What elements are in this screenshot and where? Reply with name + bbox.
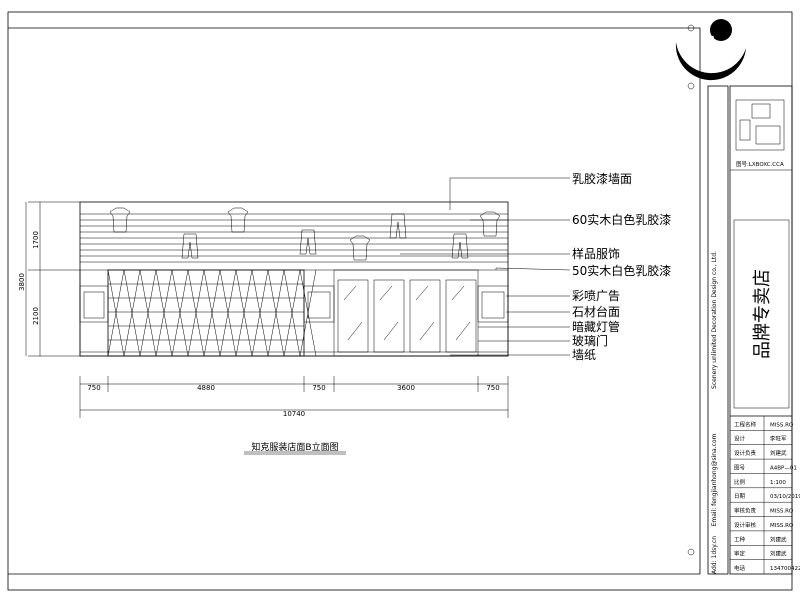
- title-block-label: 工种: [734, 535, 746, 543]
- vertical-dimension: [25, 201, 80, 357]
- callout-leaders: [400, 177, 571, 356]
- poster-frame-left: [79, 285, 109, 323]
- garment-pants: [181, 233, 199, 259]
- glass-door-panel: [373, 279, 405, 353]
- callout-1: 乳胶漆墙面: [572, 171, 632, 186]
- callout-7: 暗藏灯管: [572, 319, 620, 334]
- glass-door-panel: [445, 279, 477, 353]
- glass-door-panel: [409, 279, 441, 353]
- glass-reflection: [343, 285, 357, 301]
- title-block-label: 比例: [734, 478, 746, 486]
- glass-reflection: [383, 321, 399, 341]
- title-block-value: 1:100: [770, 480, 786, 486]
- title-block-label: 日期: [734, 493, 746, 500]
- glass-reflection: [415, 285, 429, 301]
- address-vertical: Add: 1dsy.cn: [711, 536, 718, 574]
- dim-vertical-lower: 2100: [32, 307, 40, 325]
- pattern-line: [235, 269, 253, 357]
- glass-reflection: [419, 321, 435, 341]
- leader-line: [495, 267, 571, 271]
- dim-h-3: 750: [312, 384, 325, 392]
- outer-frame: [7, 11, 793, 591]
- garment-pants: [299, 229, 317, 255]
- pattern-line: [283, 269, 301, 357]
- title-block-label: 设计: [734, 435, 746, 443]
- glass-reflection: [347, 321, 363, 341]
- dim-vertical-upper: 1700: [32, 231, 40, 249]
- dim-h-1: 750: [87, 384, 100, 392]
- title-block-value: MISS.RQ: [770, 509, 794, 515]
- pattern-line: [155, 269, 173, 357]
- glass-door-panel: [337, 279, 369, 353]
- pattern-line: [139, 269, 157, 357]
- poster-frame-right: [477, 285, 509, 323]
- corner-marker: [687, 548, 695, 556]
- title-block-value: 李旺军: [770, 435, 787, 443]
- garment-pants: [451, 233, 469, 259]
- title-block-label: 审核负责: [734, 507, 757, 515]
- horizontal-dimension: [79, 376, 509, 418]
- corner-marker: [687, 82, 695, 90]
- dim-total: 10740: [283, 410, 305, 418]
- title-block-value: 03/10/2019: [770, 494, 800, 500]
- callout-3: 样品服饰: [572, 246, 620, 261]
- corner-marker: [687, 24, 695, 32]
- glass-reflection: [451, 285, 465, 301]
- glass-reflection: [455, 321, 471, 341]
- title-block-value: MISS.RQ: [770, 523, 794, 529]
- title-block-label: 电话: [734, 564, 746, 572]
- dim-h-4: 3600: [397, 384, 415, 392]
- callout-9: 墙纸: [572, 348, 596, 362]
- title-block-value: 刘建武: [770, 449, 787, 457]
- garment-shirt: [479, 211, 501, 237]
- pattern-line: [203, 269, 221, 357]
- pattern-line: [187, 269, 205, 357]
- brand-title: 品牌专卖店: [752, 269, 773, 359]
- garment-pants: [389, 213, 407, 239]
- drawing-title: 知克服装店面B立面图: [251, 441, 338, 453]
- dim-vertical-total: 3800: [18, 273, 26, 291]
- title-block-value: 刘建武: [770, 535, 787, 543]
- dim-h-2: 4880: [197, 384, 215, 392]
- title-block-value: 13470042201: [770, 566, 800, 572]
- callout-6: 石材台面: [572, 304, 620, 319]
- title-block-label: 工程名称: [734, 420, 757, 428]
- title-block-value: MISS.RQ: [770, 422, 794, 428]
- title-block-label: 设计审核: [734, 521, 757, 529]
- key-plan-note: 图号:LXBOXC.CCA: [736, 160, 784, 168]
- leader-line: [449, 177, 570, 210]
- pattern-line: [171, 269, 189, 357]
- pattern-line: [251, 269, 269, 357]
- email-vertical: Email: fengjianhong@sina.com: [711, 433, 718, 526]
- glass-reflection: [379, 285, 393, 301]
- callout-4: 50实木白色乳胶漆: [572, 263, 671, 278]
- pattern-line: [107, 269, 125, 357]
- title-block-value: 刘建武: [770, 550, 787, 558]
- elevation-drawing: [79, 201, 509, 357]
- company-name-vertical: Scenery unlimited Decoration Design co.,…: [711, 251, 718, 389]
- company-logo: [675, 19, 746, 81]
- callout-8: 玻璃门: [572, 333, 608, 348]
- pattern-line: [219, 269, 237, 357]
- title-block-label: 审定: [734, 550, 746, 558]
- title-block-label: 设计负责: [734, 449, 757, 457]
- title-block-label: 图号: [734, 463, 746, 471]
- garment-shirt: [227, 207, 249, 233]
- dim-h-5: 750: [486, 384, 499, 392]
- garment-shirt: [109, 207, 131, 233]
- key-plan: [735, 99, 785, 151]
- pattern-line: [267, 269, 285, 357]
- garment-shirt: [349, 235, 371, 261]
- callout-5: 彩喷广告: [572, 289, 620, 303]
- callout-2: 60实木白色乳胶漆: [572, 212, 671, 227]
- pattern-line: [123, 269, 141, 357]
- title-block-value: A4BP—01: [770, 465, 797, 471]
